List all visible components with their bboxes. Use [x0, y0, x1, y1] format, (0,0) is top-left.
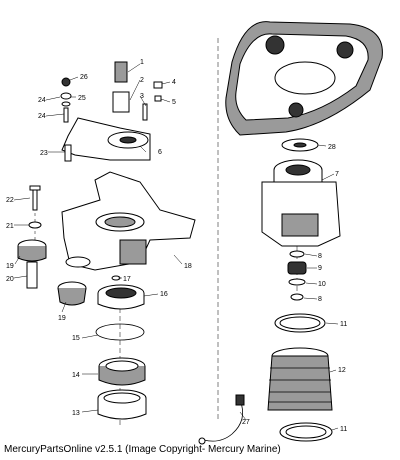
callout-13: 13: [72, 410, 80, 417]
copyright-caption: MercuryPartsOnline v2.5.1 (Image Copyrig…: [4, 444, 281, 455]
part-1-bushing: [112, 61, 130, 113]
callout-1: 1: [140, 59, 144, 66]
callout-22: 22: [6, 197, 14, 204]
part-27-wire: [198, 394, 245, 445]
part-6-steering-arm: [61, 117, 151, 161]
callout-9: 9: [318, 265, 322, 272]
callout-17: 17: [123, 276, 131, 283]
callout-19b: 19: [58, 315, 66, 322]
callout-24b: 24: [38, 113, 46, 120]
callout-2: 2: [140, 77, 144, 84]
callout-23: 23: [40, 150, 48, 157]
callout-11b: 11: [340, 426, 347, 433]
part-21-washer: [28, 221, 42, 229]
part-11-clamp-upper: [274, 313, 326, 333]
callout-3: 3: [140, 93, 144, 100]
callout-15: 15: [72, 335, 80, 342]
callout-21: 21: [6, 223, 14, 230]
leader-lines: [13, 63, 339, 431]
part-15-snap-ring: [95, 323, 145, 341]
callout-labels: 1 2 3 4 5 6 7 8 9 10 8 11 12 11 13 14 15…: [6, 59, 347, 433]
callout-18: 18: [184, 263, 192, 270]
callout-25: 25: [78, 95, 86, 102]
callout-28: 28: [328, 144, 336, 151]
part-13-sleeve: [97, 389, 147, 420]
part-12-bellows: [267, 347, 333, 411]
callout-5: 5: [172, 99, 176, 106]
part-22-bolt: [29, 185, 41, 211]
callout-20: 20: [6, 276, 14, 283]
callout-7: 7: [335, 171, 339, 178]
callout-4: 4: [172, 79, 176, 86]
part-16-bearing: [97, 284, 145, 310]
callout-10: 10: [318, 281, 326, 288]
part-7-swivel-housing: [261, 159, 341, 247]
part-20-sleeve: [26, 261, 38, 289]
part-18-swivel-bracket: [61, 171, 196, 271]
callout-14: 14: [72, 372, 80, 379]
part-23-stud: [64, 144, 72, 162]
part-28-plate: [281, 138, 319, 152]
callout-8a: 8: [318, 253, 322, 260]
callout-11a: 11: [340, 321, 347, 328]
left-top-hardware: [60, 77, 72, 123]
part-3-4-5-small-parts: [142, 81, 163, 121]
right-small-rings: [287, 250, 307, 301]
part-19-mount: [17, 239, 47, 262]
callout-24a: 24: [38, 97, 46, 104]
part-11-clamp-lower: [279, 422, 333, 442]
callout-26: 26: [80, 74, 88, 81]
part-14-seal: [98, 357, 146, 386]
callout-27: 27: [242, 419, 250, 426]
callout-16: 16: [160, 291, 168, 298]
triangular-mount-plate: [225, 21, 383, 136]
part-19-lower-mount: [57, 281, 87, 306]
callout-19a: 19: [6, 263, 14, 270]
callout-6: 6: [158, 149, 162, 156]
callout-8b: 8: [318, 296, 322, 303]
callout-12: 12: [338, 367, 346, 374]
